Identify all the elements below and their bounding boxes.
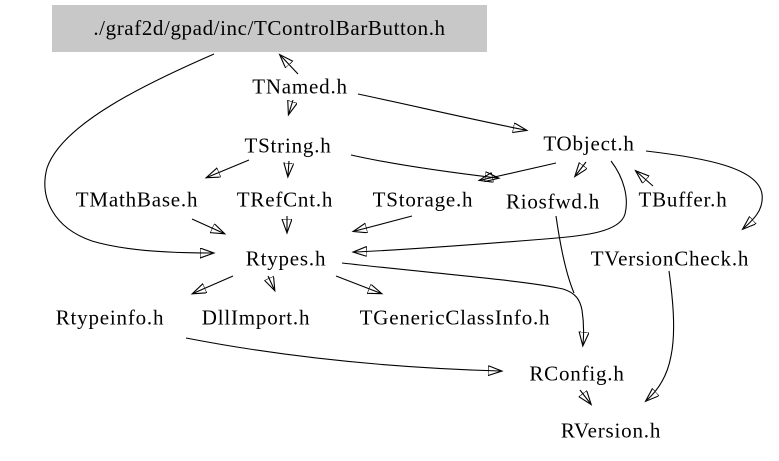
node-tmathbase[interactable]: TMathBase.h <box>75 187 199 212</box>
edge-tnamed-to-root <box>281 56 299 75</box>
node-tstring[interactable]: TString.h <box>244 133 332 158</box>
edge-rconfig-to-rversion <box>580 389 590 403</box>
edge-tstring-to-trefcnt <box>288 160 289 175</box>
edge-root-to-rtypes <box>44 53 214 253</box>
node-trefcnt[interactable]: TRefCnt.h <box>236 187 334 212</box>
node-tnamed[interactable]: TNamed.h <box>252 74 348 99</box>
edge-rtypes-to-tgenericclassinfo <box>335 275 380 293</box>
node-tcontrolbarbutton-root: ./graf2d/gpad/inc/TControlBarButton.h <box>52 5 487 52</box>
node-rtypes[interactable]: Rtypes.h <box>245 246 327 271</box>
edge-rtypes-to-dllimport <box>268 275 274 289</box>
edge-tobject-to-rtypes <box>355 160 627 252</box>
node-rtypeinfo[interactable]: Rtypeinfo.h <box>55 305 165 330</box>
node-tversioncheck[interactable]: TVersionCheck.h <box>590 246 750 271</box>
node-dllimport[interactable]: DllImport.h <box>201 305 311 330</box>
edge-rtypes-to-rconfig <box>341 262 584 344</box>
node-rconfig[interactable]: RConfig.h <box>529 361 625 386</box>
edge-tmathbase-to-rtypes <box>191 218 223 233</box>
node-tobject[interactable]: TObject.h <box>543 131 635 156</box>
edge-tbuffer-to-tobject <box>637 172 654 187</box>
edge-rtypes-to-rtypeinfo <box>194 275 234 293</box>
node-tgenericclassinfo[interactable]: TGenericClassInfo.h <box>359 305 551 330</box>
node-riosfwd[interactable]: Riosfwd.h <box>505 189 601 214</box>
edge-tstring-to-riosfwd <box>350 154 497 178</box>
node-tbuffer[interactable]: TBuffer.h <box>638 187 728 212</box>
edge-tobject-to-tstorage <box>481 162 557 180</box>
edge-rtypeinfo-to-rconfig <box>185 337 500 371</box>
edge-tobject-to-tversioncheck <box>645 150 763 228</box>
edge-tnamed-to-tstring <box>289 100 293 113</box>
node-tstorage[interactable]: TStorage.h <box>372 187 474 212</box>
node-rversion[interactable]: RVersion.h <box>560 418 662 443</box>
edge-tstring-to-tmathbase <box>208 159 250 177</box>
edge-tversioncheck-to-rversion <box>647 270 675 400</box>
edge-tstorage-to-rtypes <box>355 215 413 231</box>
edge-tnamed-to-tobject <box>357 93 525 130</box>
edge-riosfwd-to-rconfig <box>555 215 575 294</box>
edge-tobject-to-riosfwd <box>576 162 586 175</box>
